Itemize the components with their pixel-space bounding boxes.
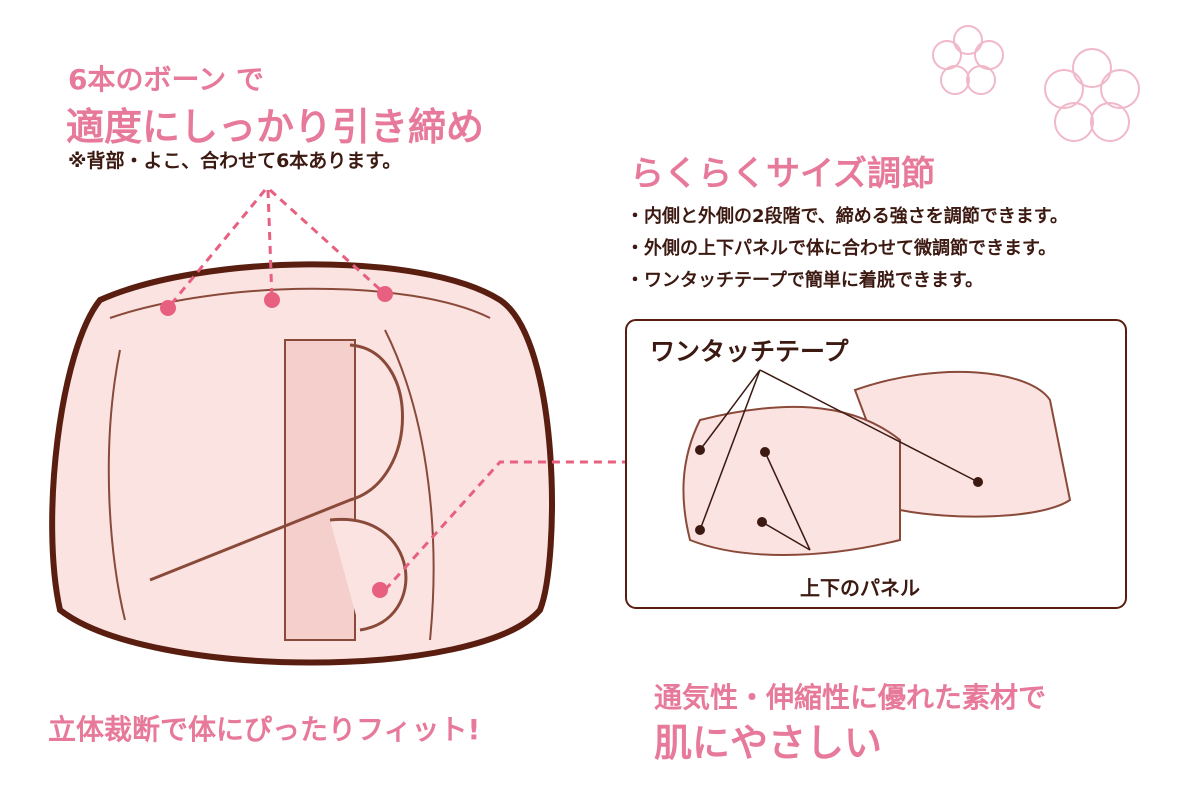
adjust-bullet: ・ワンタッチテープで簡単に着脱できます。 <box>626 270 984 291</box>
adjust-bullet: ・内側と外側の2段階で、締める強さを調節できます。 <box>626 206 1069 227</box>
fit-caption: 立体裁断で体にぴったりフィット! <box>48 713 481 746</box>
bone-markers <box>160 286 393 598</box>
bones-note: ※背部・よこ、合わせて6本あります。 <box>68 150 402 172</box>
material-caption-large: 肌にやさしい <box>654 721 883 765</box>
lace-panel <box>284 339 356 641</box>
material-caption: 通気性・伸縮性に優れた素材で <box>654 681 1047 714</box>
belt-illustration <box>49 261 555 666</box>
sakura-icon <box>932 25 1140 142</box>
adjust-bullet: ・外側の上下パネルで体に合わせて微調節できます。 <box>626 238 1057 259</box>
open-belt-illustration <box>682 370 1072 556</box>
adjust-title: らくらくサイズ調節 <box>630 154 935 194</box>
bones-heading: 6本のボーン で <box>68 63 264 96</box>
panel-label: 上下のパネル <box>800 576 920 600</box>
tape-label: ワンタッチテープ <box>650 337 849 366</box>
bones-subheading: 適度にしっかり引き締め <box>66 105 485 149</box>
